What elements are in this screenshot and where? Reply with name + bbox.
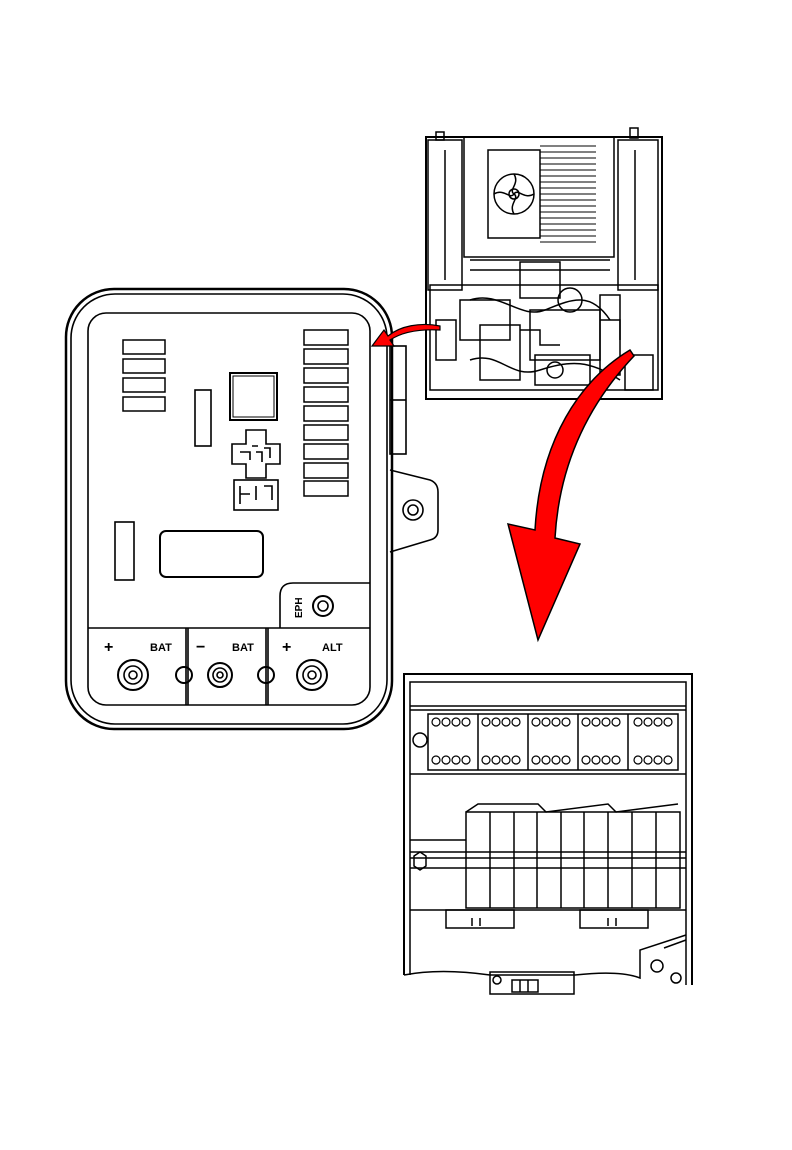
alt-positive-sign: +	[282, 639, 291, 656]
terminal-box	[404, 674, 692, 994]
mount-bolt-outer	[403, 500, 423, 520]
fuse-column-left	[123, 340, 165, 411]
breaker-row	[410, 804, 686, 908]
fuse-column-right	[304, 330, 348, 496]
relay-socket-cross	[232, 430, 280, 478]
corner-hole-1	[651, 960, 663, 972]
radiator-fins	[540, 146, 596, 242]
bat-negative-sign: −	[196, 639, 205, 656]
lower-slot	[115, 522, 134, 580]
bat-negative-label: BAT	[232, 642, 254, 654]
bus-link-1	[176, 667, 192, 683]
panel-labels: + BAT − BAT + ALT EPH	[104, 597, 343, 656]
alt-label: ALT	[322, 642, 343, 654]
mount-bolt-inner	[408, 505, 418, 515]
fuse-panel	[66, 289, 438, 729]
terminal-bat-positive	[118, 660, 148, 690]
terminal-strip-top	[428, 714, 678, 770]
terminal-bat-negative	[208, 663, 232, 687]
bat-positive-sign: +	[104, 639, 113, 656]
terminal-eph	[313, 596, 333, 616]
side-bolt-top	[413, 733, 427, 747]
terminal-alt	[297, 660, 327, 690]
bat-positive-label: BAT	[150, 642, 172, 654]
display-window	[160, 531, 263, 577]
center-module	[230, 373, 277, 420]
lower-connector-right	[580, 910, 648, 928]
vertical-slot	[195, 390, 211, 446]
corner-hole-2	[671, 973, 681, 983]
arrow-to-terminal-box	[508, 350, 634, 640]
relay-socket	[234, 480, 278, 510]
eph-label: EPH	[294, 597, 305, 618]
